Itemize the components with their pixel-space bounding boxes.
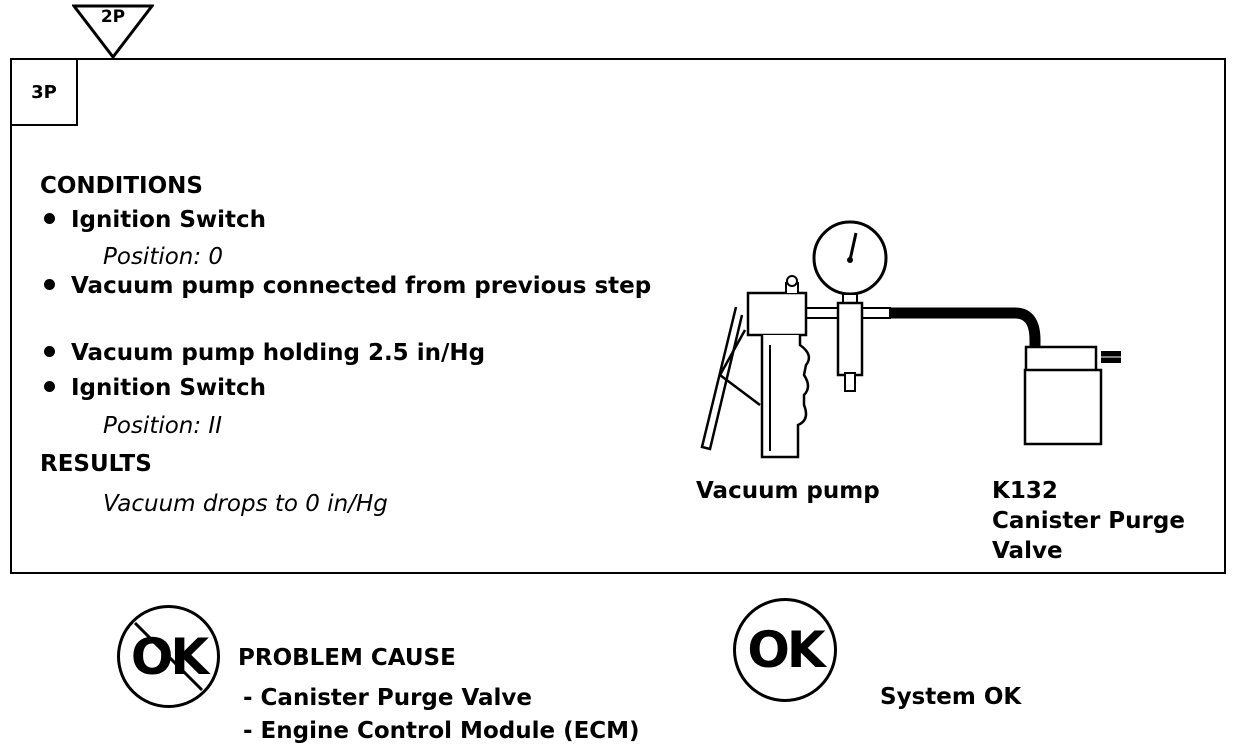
condition-item: Ignition Switch — [44, 375, 266, 401]
problem-cause-heading: PROBLEM CAUSE — [238, 645, 456, 671]
condition-item: Vacuum pump connected from previous step — [44, 273, 651, 299]
results-text: Vacuum drops to 0 in/Hg — [103, 491, 388, 517]
condition-subtext: Position: II — [103, 413, 222, 439]
valve-label-name-2: Valve — [992, 538, 1063, 564]
vacuum-pump-label: Vacuum pump — [696, 478, 880, 504]
bullet — [44, 213, 55, 224]
valve-label-name: Canister Purge — [992, 508, 1185, 534]
bullet — [44, 381, 55, 392]
problem-cause-item: - Engine Control Module (ECM) — [243, 718, 640, 744]
problem-cause-item: - Canister Purge Valve — [243, 685, 533, 711]
bullet — [44, 279, 55, 290]
step-number: 3P — [10, 58, 78, 126]
condition-item: Ignition Switch — [44, 207, 266, 233]
not-ok-symbol: OK — [117, 605, 220, 708]
condition-item: Vacuum pump holding 2.5 in/Hg — [44, 340, 485, 366]
conditions-heading: CONDITIONS — [40, 173, 203, 199]
slash-icon — [133, 621, 204, 692]
system-ok-text: System OK — [880, 684, 1022, 710]
condition-subtext: Position: 0 — [103, 244, 224, 270]
results-heading: RESULTS — [40, 451, 152, 477]
valve-label-code: K132 — [992, 478, 1058, 504]
ok-symbol: OK — [733, 598, 837, 702]
vacuum-pump-illustration — [700, 220, 1121, 459]
previous-step-triangle — [72, 4, 154, 60]
bullet — [44, 346, 55, 357]
previous-step-label: 2P — [100, 7, 126, 27]
step-frame — [10, 58, 1226, 574]
